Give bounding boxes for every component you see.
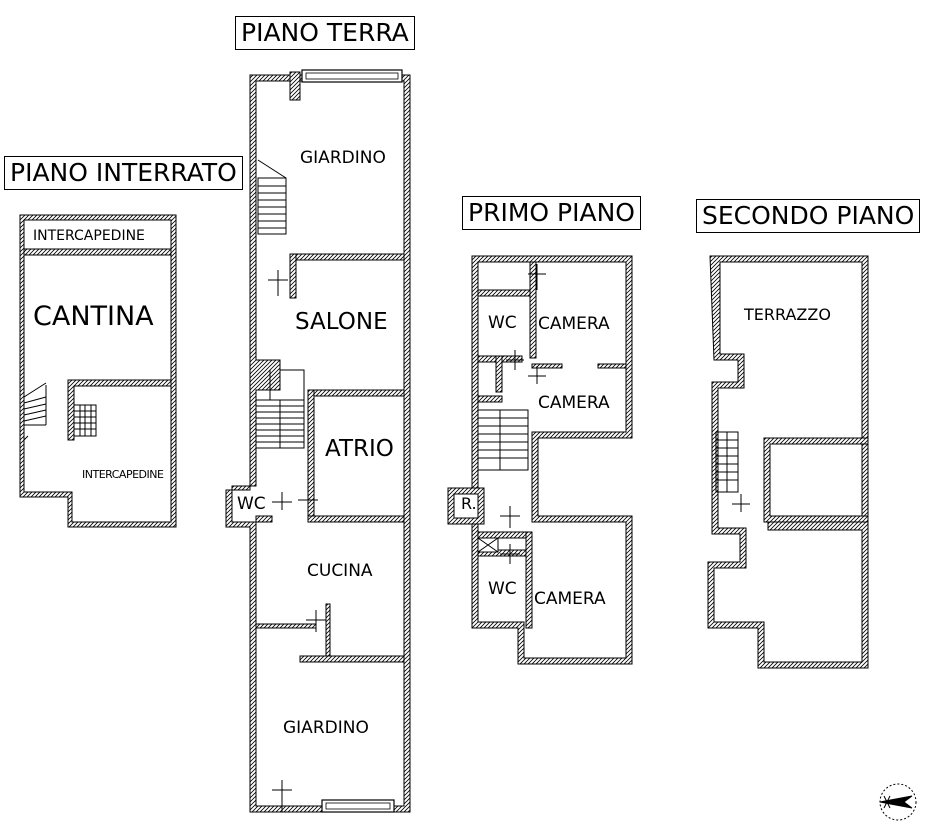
wall-interrato-cantina-divider (67, 379, 172, 441)
room-label-intercapedine-top: INTERCAPEDINE (33, 228, 145, 244)
door-marks-terra (268, 270, 326, 812)
wall-primo-outer (471, 255, 633, 665)
floor-title-secondo: SECONDO PIANO (696, 199, 921, 233)
room-label-cucina: CUCINA (307, 561, 373, 581)
floor-title-terra: PIANO TERRA (235, 16, 415, 50)
wall-interrato-outer (19, 214, 177, 528)
room-label-terrazzo: TERRAZZO (744, 305, 831, 324)
room-label-wc-top: WC (488, 313, 517, 333)
room-label-camera-3: CAMERA (534, 589, 606, 609)
stair-secondo (715, 431, 750, 512)
room-label-wc: WC (237, 494, 266, 514)
room-label-giardino-bottom: GIARDINO (283, 718, 369, 738)
wall-terra-atrio-cucina (307, 515, 405, 523)
stair-terra-mid (255, 369, 305, 449)
room-label-intercapedine-bottom: INTERCAPEDINE (82, 468, 164, 481)
stair-interrato (23, 382, 47, 441)
wall-terra-outer (225, 74, 411, 813)
door-marks-primo (500, 264, 546, 564)
north-arrow-icon (879, 783, 917, 821)
room-label-camera-1: CAMERA (538, 314, 610, 334)
room-label-atrio: ATRIO (325, 436, 394, 462)
floor-title-primo: PRIMO PIANO (462, 196, 641, 230)
plan-primo-piano (447, 255, 633, 665)
room-label-camera-2: CAMERA (538, 393, 610, 413)
floor-title-interrato: PIANO INTERRATO (4, 156, 243, 190)
wall-terra-giardino-salone (289, 253, 405, 261)
room-label-wc-bottom: WC (488, 579, 517, 599)
room-label-salone: SALONE (295, 309, 388, 335)
room-label-cantina: CANTINA (33, 301, 154, 332)
stair-interrato-grid (73, 404, 97, 437)
wall-terra-cucina-giardino (255, 623, 317, 629)
plan-piano-terra (225, 69, 411, 813)
stair-terra-top (257, 159, 287, 235)
room-label-giardino-top: GIARDINO (300, 148, 386, 168)
stair-primo (477, 409, 529, 471)
room-label-ripostiglio: R. (461, 494, 477, 513)
plan-secondo-piano (707, 255, 869, 669)
plan-piano-interrato (19, 214, 177, 528)
wall-interrato-intercapedine-divider (23, 248, 172, 256)
wall-terra-salone-atrio (307, 389, 405, 397)
